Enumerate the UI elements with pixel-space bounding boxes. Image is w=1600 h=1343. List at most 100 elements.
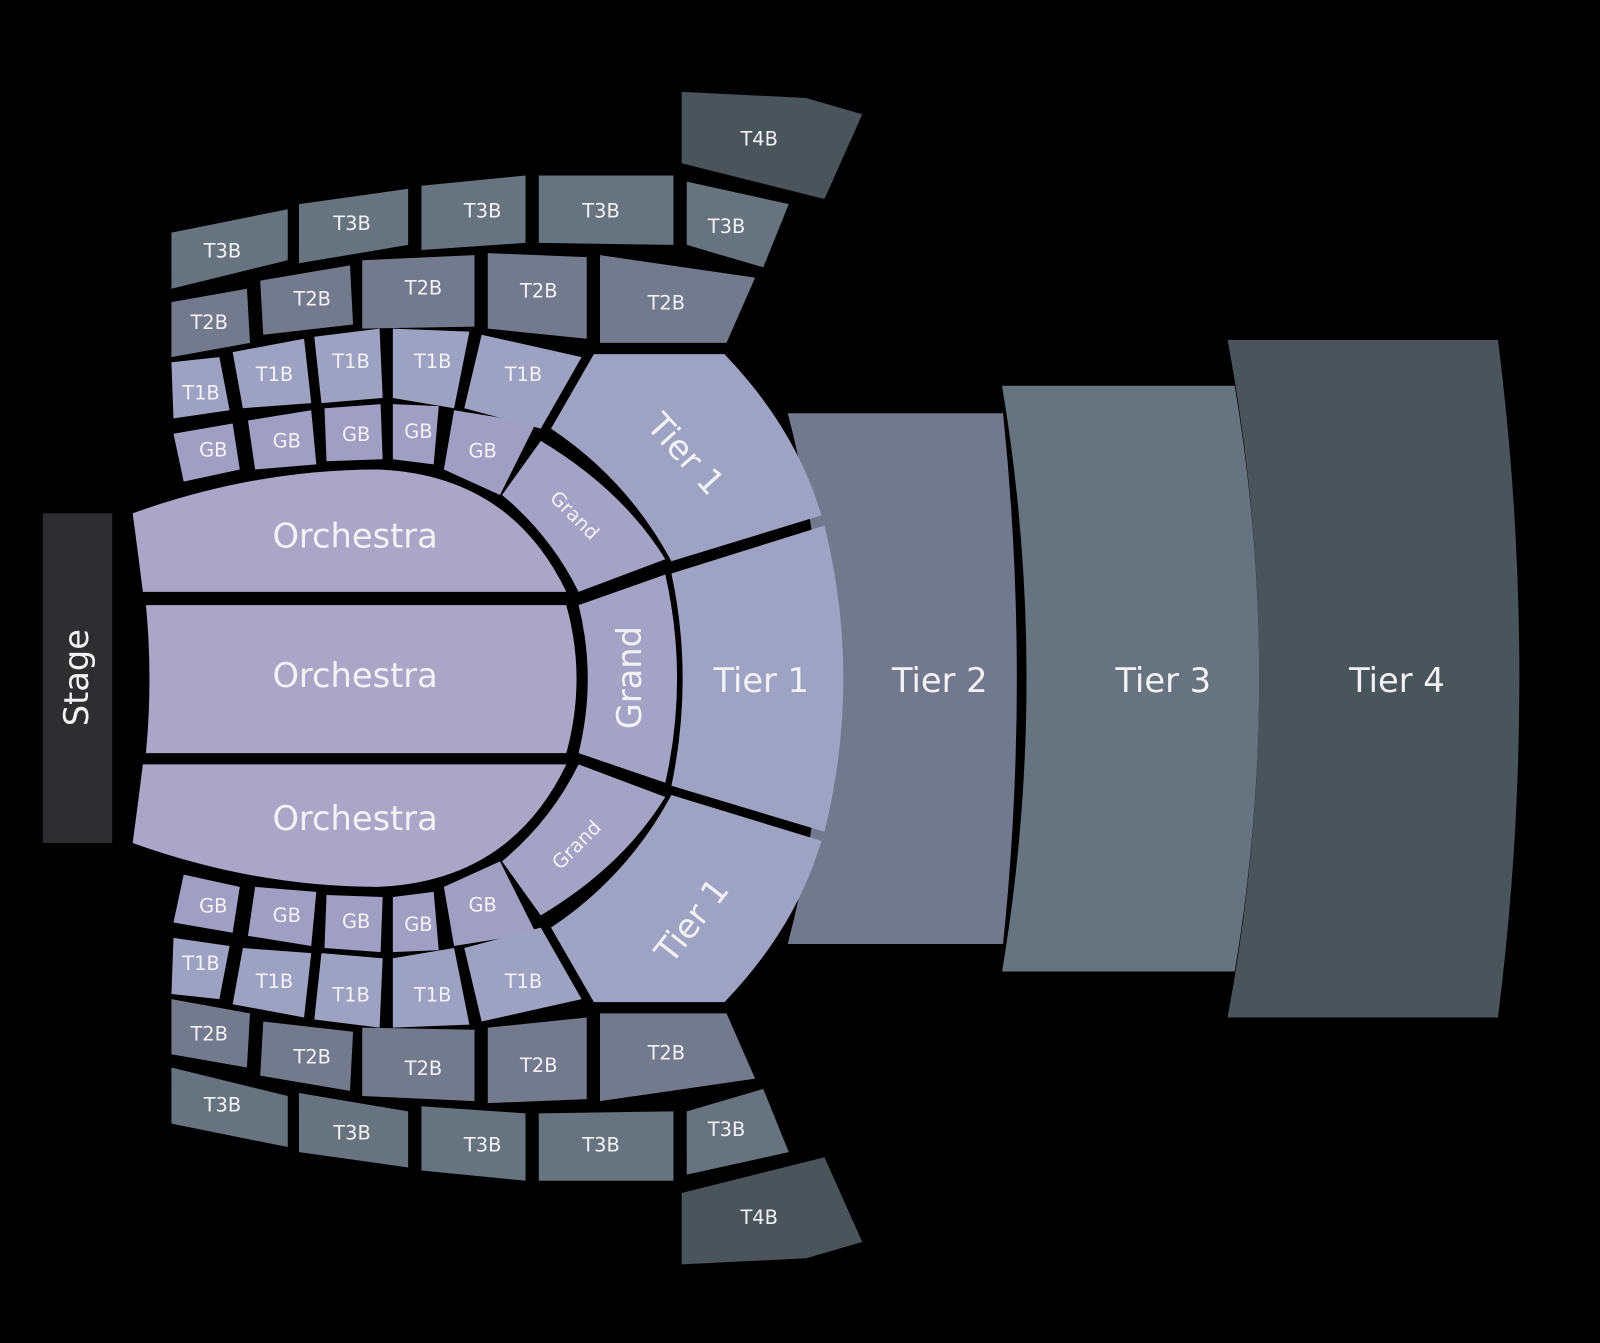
box-gb-top-1[interactable]: GB (173, 423, 240, 482)
box-t2b-shape[interactable] (600, 1013, 756, 1102)
box-gb-shape[interactable] (247, 886, 317, 947)
box-t2b-shape[interactable] (600, 255, 756, 343)
box-t2b-shape[interactable] (362, 255, 475, 329)
box-gb-shape[interactable] (173, 874, 240, 933)
box-t2b-top-2[interactable]: T2B (260, 265, 354, 335)
box-gb-bottom-3[interactable]: GB (324, 894, 383, 953)
box-t2b-top-1[interactable]: T2B (171, 288, 250, 358)
box-t1b-bottom-1[interactable]: T1B (171, 937, 230, 1000)
box-t1b-shape[interactable] (392, 328, 470, 409)
box-t2b-top-3[interactable]: T2B (362, 255, 475, 329)
section-tier3[interactable]: Tier 3 (1002, 385, 1260, 972)
box-t3b-top-3[interactable]: T3B (421, 175, 526, 251)
section-grand-bottom[interactable]: Grand (502, 764, 666, 916)
box-gb-shape[interactable] (173, 423, 240, 482)
section-grand-center[interactable]: Grand (578, 574, 678, 783)
tier4-shape[interactable] (1227, 339, 1520, 1018)
tier2-shape[interactable] (787, 413, 1017, 944)
box-t3b-bottom-2[interactable]: T3B (298, 1092, 409, 1168)
box-t3b-shape[interactable] (298, 188, 409, 264)
box-t2b-shape[interactable] (260, 265, 354, 335)
orchestra-center-shape[interactable] (145, 605, 577, 754)
box-t1b-top-1[interactable]: T1B (171, 357, 230, 419)
grand-center-shape[interactable] (578, 574, 678, 783)
box-t1b-shape[interactable] (314, 328, 383, 404)
box-t1b-shape[interactable] (392, 948, 470, 1028)
box-gb-bottom-5[interactable]: GB (443, 861, 536, 947)
box-t2b-bottom-1[interactable]: T2B (171, 999, 250, 1068)
box-t2b-top-5[interactable]: T2B (600, 255, 756, 343)
box-t3b-shape[interactable] (686, 1088, 789, 1175)
box-t3b-shape[interactable] (171, 209, 288, 289)
box-gb-shape[interactable] (247, 410, 317, 470)
section-tier1-top[interactable]: Tier 1 (551, 354, 822, 562)
section-grand-top[interactable]: Grand (502, 440, 666, 592)
box-t2b-bottom-3[interactable]: T2B (362, 1027, 475, 1102)
box-t1b-top-4[interactable]: T1B (392, 328, 470, 409)
grand-bottom-shape[interactable] (502, 764, 666, 916)
tier1-top-shape[interactable] (551, 354, 822, 562)
tier1-center-shape[interactable] (671, 525, 844, 832)
box-t2b-shape[interactable] (171, 999, 250, 1068)
box-t1b-shape[interactable] (232, 948, 312, 1018)
box-gb-shape[interactable] (392, 404, 439, 465)
box-t3b-shape[interactable] (421, 1106, 526, 1181)
box-gb-bottom-2[interactable]: GB (247, 886, 317, 947)
box-t4b-top-1[interactable]: T4B (681, 91, 863, 200)
box-t3b-shape[interactable] (171, 1067, 288, 1148)
tier1-bottom-shape[interactable] (551, 794, 822, 1003)
box-t3b-top-2[interactable]: T3B (298, 188, 409, 264)
box-gb-shape[interactable] (443, 861, 536, 947)
section-orchestra-top[interactable]: Orchestra (132, 469, 567, 592)
box-t2b-shape[interactable] (487, 253, 587, 339)
box-gb-shape[interactable] (324, 404, 383, 462)
box-t1b-bottom-3[interactable]: T1B (314, 953, 383, 1028)
box-t1b-shape[interactable] (464, 334, 582, 429)
box-t3b-shape[interactable] (538, 175, 674, 245)
box-t3b-top-4[interactable]: T3B (538, 175, 674, 245)
box-t3b-bottom-3[interactable]: T3B (421, 1106, 526, 1181)
box-t1b-top-2[interactable]: T1B (232, 338, 312, 409)
box-t2b-top-4[interactable]: T2B (487, 253, 587, 339)
box-gb-shape[interactable] (392, 891, 439, 953)
section-tier1-bottom[interactable]: Tier 1 (551, 794, 822, 1003)
box-gb-shape[interactable] (324, 894, 383, 953)
box-gb-top-5[interactable]: GB (443, 410, 536, 495)
box-t1b-shape[interactable] (314, 953, 383, 1028)
section-tier2[interactable]: Tier 2 (787, 413, 1017, 944)
orchestra-top-shape[interactable] (132, 469, 567, 592)
box-t1b-top-3[interactable]: T1B (314, 328, 383, 404)
section-orchestra-center[interactable]: Orchestra (145, 605, 577, 754)
box-t1b-shape[interactable] (464, 927, 582, 1022)
box-gb-top-2[interactable]: GB (247, 410, 317, 470)
box-t3b-bottom-5[interactable]: T3B (686, 1088, 789, 1175)
box-gb-bottom-1[interactable]: GB (173, 874, 240, 933)
box-t3b-shape[interactable] (538, 1111, 674, 1181)
box-t4b-shape[interactable] (681, 1157, 863, 1265)
box-t2b-shape[interactable] (487, 1017, 587, 1104)
box-t2b-bottom-4[interactable]: T2B (487, 1017, 587, 1104)
box-gb-shape[interactable] (443, 410, 536, 495)
box-t3b-shape[interactable] (298, 1092, 409, 1168)
grand-top-shape[interactable] (502, 440, 666, 592)
box-t4b-shape[interactable] (681, 91, 863, 200)
box-t2b-bottom-5[interactable]: T2B (600, 1013, 756, 1102)
box-gb-bottom-4[interactable]: GB (392, 891, 439, 953)
box-t3b-bottom-4[interactable]: T3B (538, 1111, 674, 1181)
box-t4b-bottom-1[interactable]: T4B (681, 1157, 863, 1265)
box-gb-top-4[interactable]: GB (392, 404, 439, 465)
box-t3b-shape[interactable] (686, 181, 789, 268)
box-t3b-bottom-1[interactable]: T3B (171, 1067, 288, 1148)
box-t2b-shape[interactable] (260, 1021, 354, 1091)
section-tier4[interactable]: Tier 4 (1227, 339, 1520, 1018)
box-t3b-top-5[interactable]: T3B (686, 181, 789, 268)
box-t1b-bottom-4[interactable]: T1B (392, 948, 470, 1028)
section-orchestra-bottom[interactable]: Orchestra (132, 764, 567, 887)
box-t1b-shape[interactable] (171, 937, 230, 1000)
box-t2b-bottom-2[interactable]: T2B (260, 1021, 354, 1091)
tier3-shape[interactable] (1002, 385, 1260, 972)
orchestra-bottom-shape[interactable] (132, 764, 567, 887)
box-t1b-shape[interactable] (171, 357, 230, 419)
box-t3b-top-1[interactable]: T3B (171, 209, 288, 289)
box-t1b-top-5[interactable]: T1B (464, 334, 582, 429)
